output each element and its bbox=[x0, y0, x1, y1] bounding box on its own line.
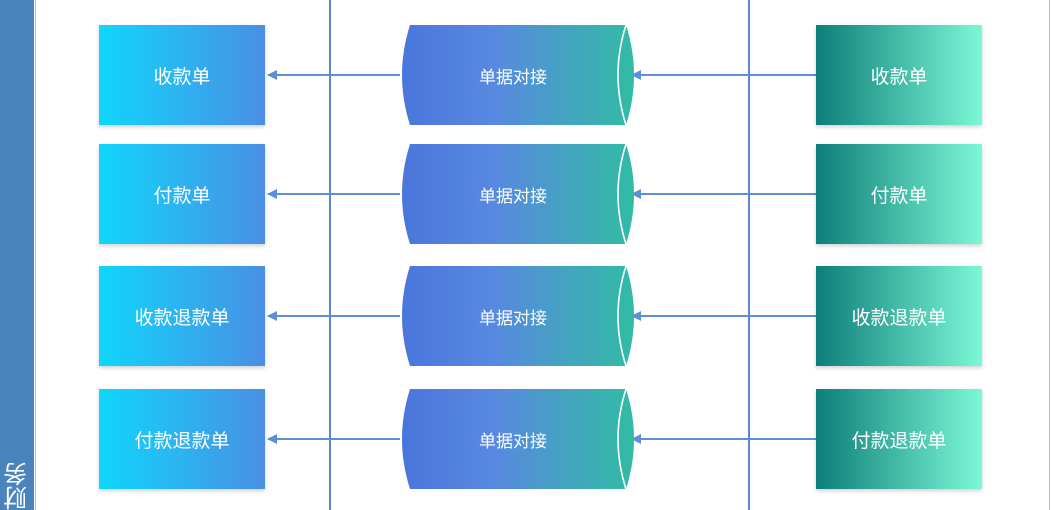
cylinder-label: 单据对接 bbox=[479, 186, 547, 207]
lane-divider-3 bbox=[1049, 0, 1050, 510]
cylinder-shape bbox=[402, 25, 634, 125]
source-doc-label: 付款单 bbox=[870, 184, 928, 207]
target-doc-box[interactable]: 收款单 bbox=[99, 25, 265, 125]
cylinder-shape bbox=[402, 144, 634, 244]
source-doc-box[interactable]: 收款单 bbox=[816, 25, 982, 125]
cylinder-shape bbox=[402, 389, 634, 489]
lane-divider-1 bbox=[329, 0, 331, 510]
target-doc-box[interactable]: 付款单 bbox=[99, 144, 265, 244]
integration-cylinder[interactable]: 单据对接 bbox=[398, 266, 640, 366]
source-doc-label: 收款退款单 bbox=[851, 306, 947, 329]
cylinder-shape bbox=[402, 266, 634, 366]
target-doc-label: 收款退款单 bbox=[134, 306, 230, 329]
cylinder-label: 单据对接 bbox=[479, 67, 547, 88]
lane-divider-0 bbox=[35, 0, 36, 510]
swimlane-header bbox=[0, 0, 34, 510]
source-doc-label: 收款单 bbox=[870, 65, 928, 88]
integration-cylinder[interactable]: 单据对接 bbox=[398, 389, 640, 489]
source-doc-box[interactable]: 付款退款单 bbox=[816, 389, 982, 489]
source-doc-box[interactable]: 付款单 bbox=[816, 144, 982, 244]
integration-cylinder[interactable]: 单据对接 bbox=[398, 25, 640, 125]
target-doc-label: 收款单 bbox=[153, 65, 211, 88]
target-doc-label: 付款退款单 bbox=[134, 429, 230, 452]
integration-cylinder[interactable]: 单据对接 bbox=[398, 144, 640, 244]
source-doc-box[interactable]: 收款退款单 bbox=[816, 266, 982, 366]
cylinder-label: 单据对接 bbox=[479, 431, 547, 452]
target-doc-box[interactable]: 收款退款单 bbox=[99, 266, 265, 366]
cylinder-label: 单据对接 bbox=[479, 308, 547, 329]
target-doc-label: 付款单 bbox=[153, 184, 211, 207]
target-doc-box[interactable]: 付款退款单 bbox=[99, 389, 265, 489]
lane-divider-2 bbox=[748, 0, 750, 510]
source-doc-label: 付款退款单 bbox=[851, 429, 947, 452]
